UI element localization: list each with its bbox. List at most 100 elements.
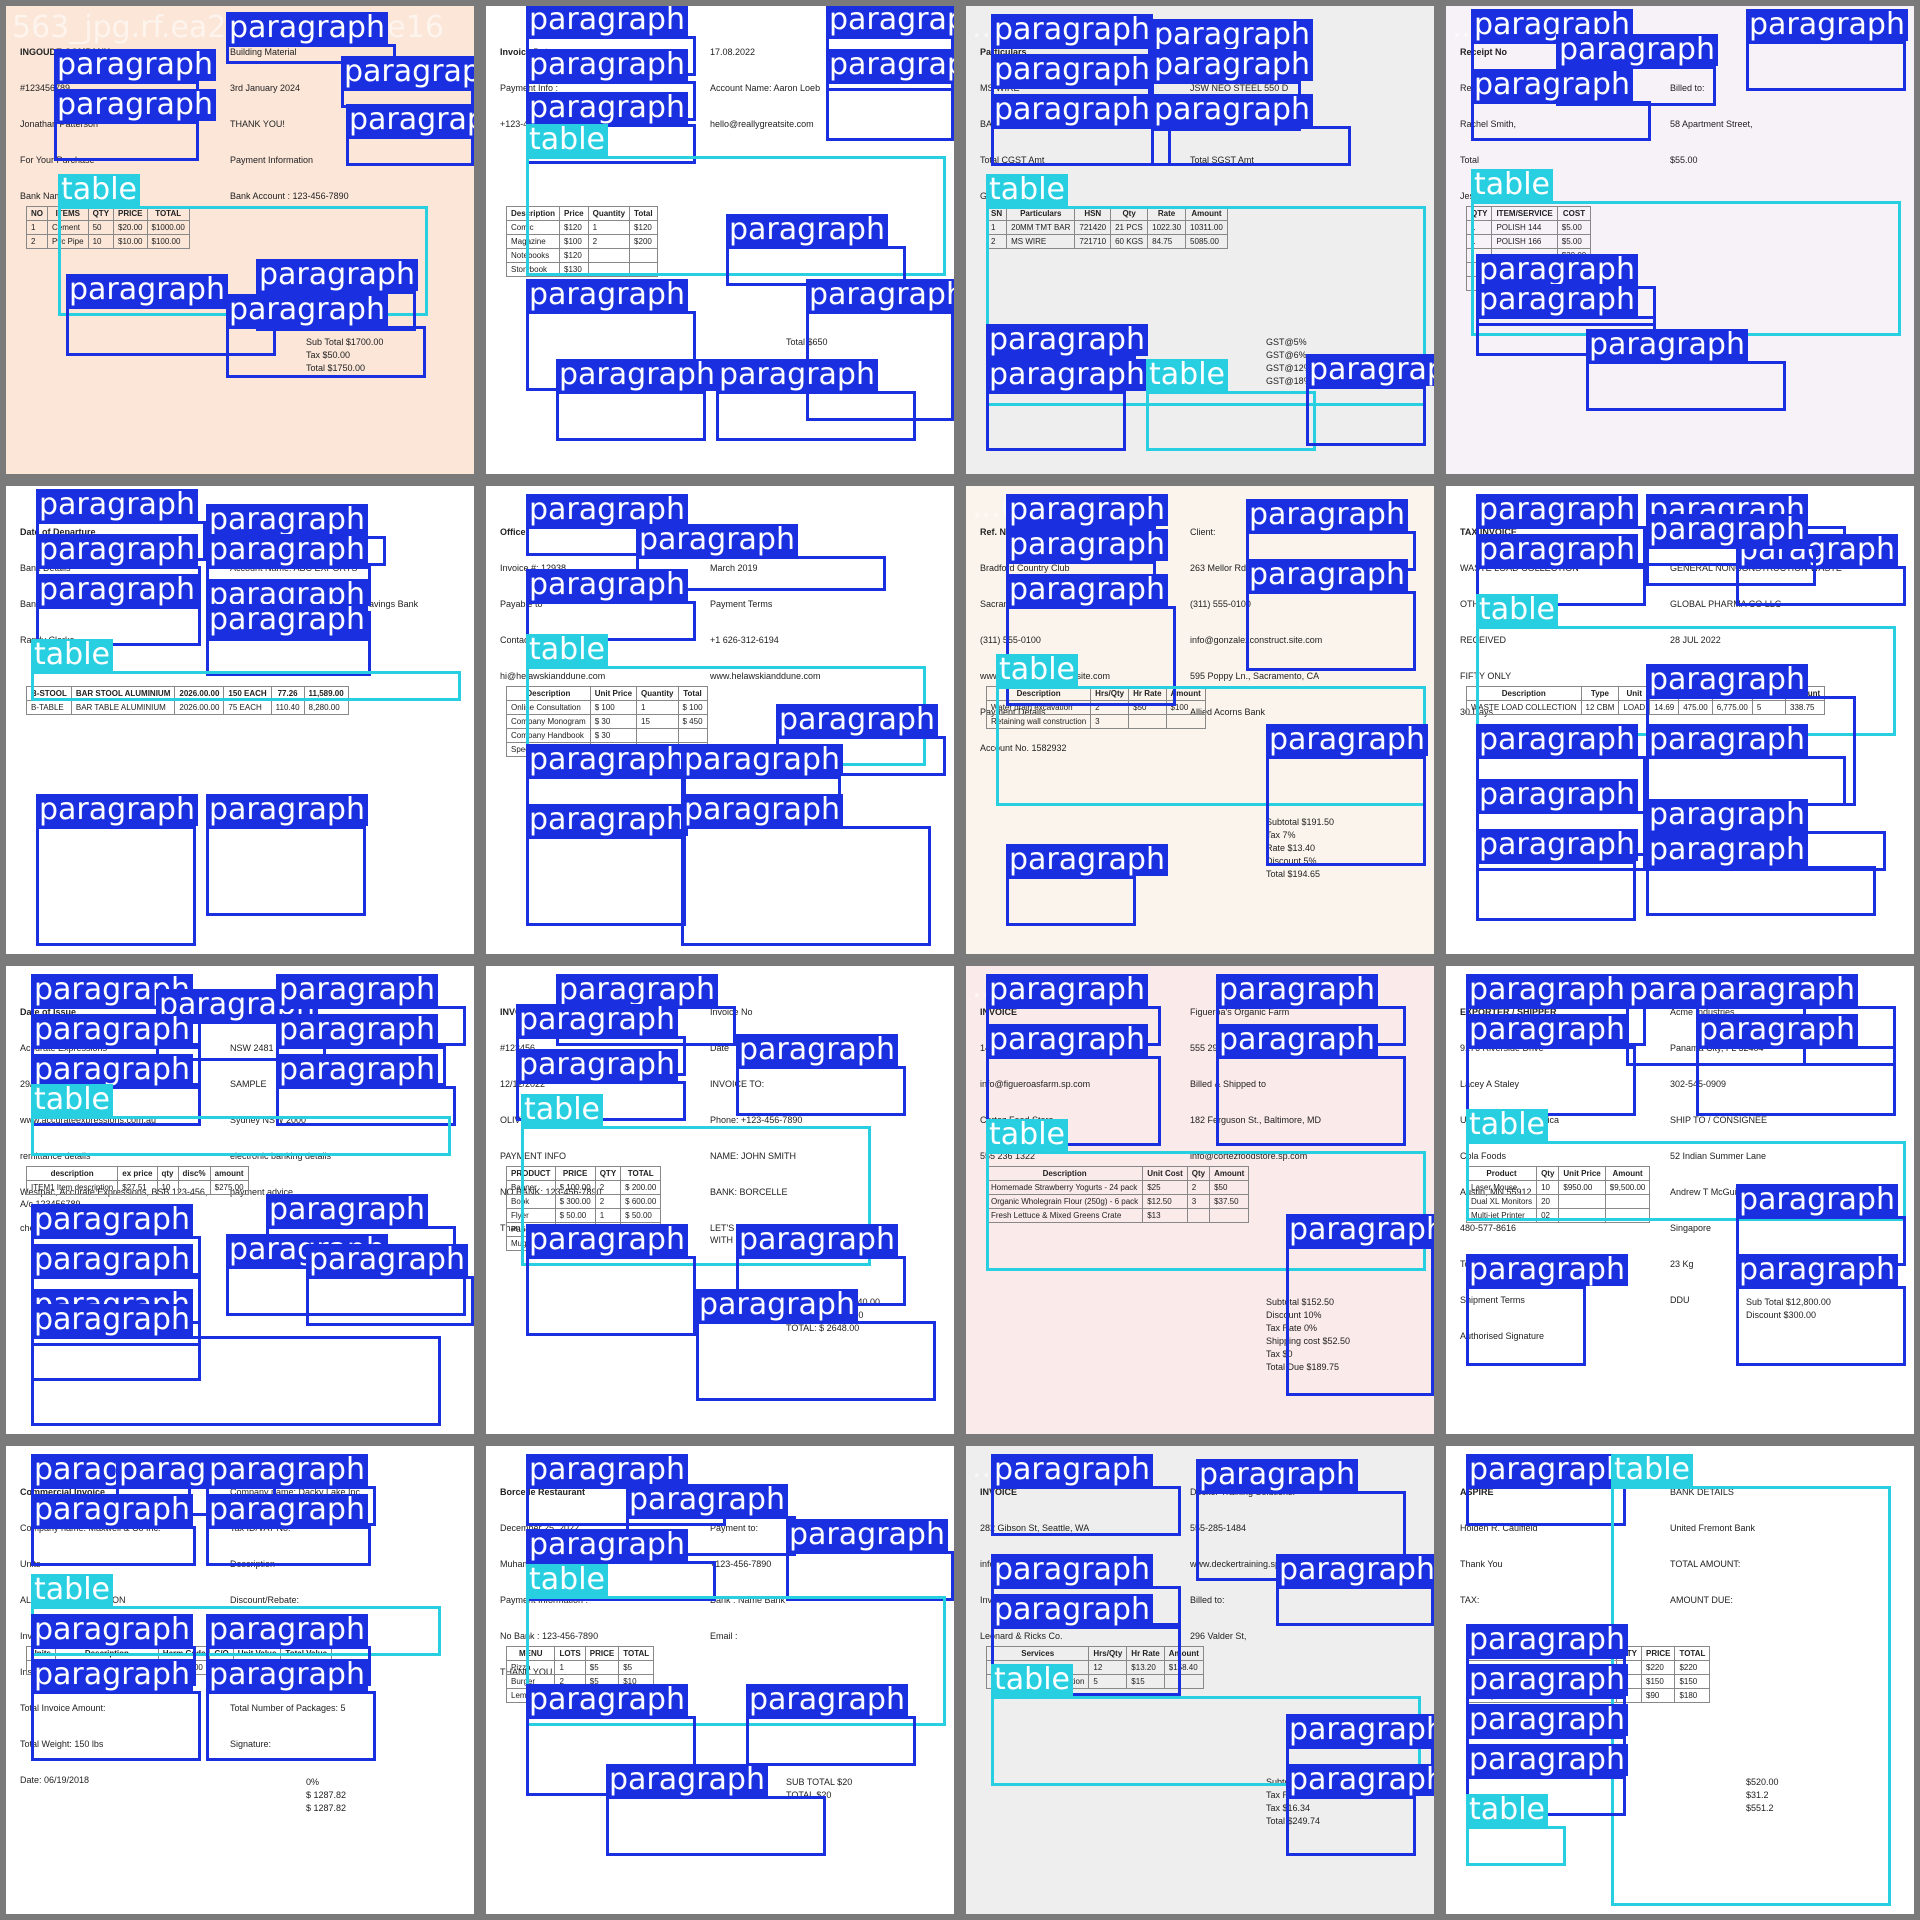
paragraph-label: paragraph xyxy=(266,1194,428,1226)
paragraph-label: paragraph xyxy=(1736,1184,1898,1216)
document-text: AMOUNT DUE: xyxy=(1670,1595,1733,1605)
paragraph-annotation-box: paragraph xyxy=(986,1024,1161,1146)
paragraph-label: paragraph xyxy=(276,1014,438,1046)
document-tile: ...2abd0INVOICEFigueroa's Organic Farm14… xyxy=(960,960,1440,1440)
paragraph-label: paragraph xyxy=(1746,9,1908,41)
document-tile: ...6e82Ref. Number: 10022906Client:Bradf… xyxy=(960,480,1440,960)
document-text: 23 Kg xyxy=(1670,1259,1694,1269)
paragraph-label: paragraph xyxy=(36,534,198,566)
document-text: Account Name: Aaron Loeb xyxy=(710,83,821,93)
totals-line: TOTAL: $ 2648.00 xyxy=(786,1323,860,1333)
table-cell: Fresh Lettuce & Mixed Greens Crate xyxy=(985,1208,1144,1223)
totals-line: Shipping cost $52.50 xyxy=(1266,1336,1351,1346)
table-label: table xyxy=(1466,1109,1548,1141)
table-cell: BAR TABLE ALUMINIUM xyxy=(70,700,176,715)
totals-line: $ 1287.82 xyxy=(306,1790,347,1800)
paragraph-label: paragraph xyxy=(346,104,474,136)
paragraph-annotation-box: paragraph xyxy=(556,359,718,441)
document-tile: ...36TAX INVOICEDUBAI INVESTMENT PARKWAS… xyxy=(1440,480,1920,960)
paragraph-annotation-box: paragraph xyxy=(526,494,696,556)
paragraph-label: paragraph xyxy=(1476,254,1638,286)
document-text: Andrew T McGuire xyxy=(1670,1187,1745,1197)
paragraph-label: paragraph xyxy=(1476,494,1638,526)
paragraph-annotation-box: paragraph xyxy=(1246,559,1416,671)
table-header-cell: amount xyxy=(209,1166,249,1181)
document-text: SHIP TO / CONSIGNEE xyxy=(1670,1115,1768,1125)
table-cell: 75 EACH xyxy=(223,700,272,715)
document-text: Bradford Country Club xyxy=(980,563,1070,573)
table-label: table xyxy=(31,1084,113,1116)
document-text: Shipment Terms xyxy=(1460,1295,1525,1305)
paragraph-annotation-box: paragraph xyxy=(1276,1554,1434,1626)
document-text: Lacey A Staley xyxy=(1460,1079,1520,1089)
table-cell: 2 xyxy=(26,234,48,249)
document-text: 296 Valder St, xyxy=(1190,1631,1247,1641)
paragraph-annotation-box: paragraph xyxy=(716,359,916,441)
document-text: DDU xyxy=(1670,1295,1690,1305)
document-text: Billed & Shipped to xyxy=(1190,1079,1267,1089)
paragraph-label: paragraph xyxy=(991,54,1153,86)
document-text: Invoice #: 12938 xyxy=(500,563,567,573)
paragraph-label: paragraph xyxy=(66,274,228,306)
document-text: Payable to xyxy=(500,599,543,609)
paragraph-annotation-box: paragraph xyxy=(1556,34,1718,106)
document-text: 12/12/2022 xyxy=(500,1079,546,1089)
paragraph-annotation-box: paragraph xyxy=(256,259,418,331)
paragraph-label: paragraph xyxy=(36,574,198,606)
paragraph-label: paragraph xyxy=(1471,69,1633,101)
table-cell xyxy=(1128,714,1167,729)
table-cell: 8,280.00 xyxy=(303,700,349,715)
table-header-cell: disc% xyxy=(177,1166,211,1181)
paragraph-label: paragraph xyxy=(526,494,688,526)
paragraph-annotation-box: paragraph xyxy=(1466,1454,1628,1526)
paragraph-label: paragraph xyxy=(31,1304,193,1336)
paragraph-label: paragraph xyxy=(606,1764,768,1796)
paragraph-annotation-box: paragraph xyxy=(226,294,426,378)
table-row: Notebooks$120 xyxy=(505,248,658,263)
totals-line: TOTAL $20 xyxy=(786,1790,832,1800)
document-text: Date of Departure xyxy=(20,527,96,537)
paragraph-annotation-box: paragraph xyxy=(776,704,946,776)
paragraph-label: paragraph xyxy=(556,974,718,1006)
paragraph-annotation-box: paragraph xyxy=(606,1764,826,1856)
document-text: Payment Info : xyxy=(500,83,559,93)
document-text: www.helawskianddune.com xyxy=(710,671,821,681)
totals-line: 0% xyxy=(306,1777,320,1787)
paragraph-label: paragraph xyxy=(341,56,474,88)
paragraph-label: paragraph xyxy=(526,1529,688,1561)
document-text: (311) 555-0100 xyxy=(1190,599,1251,609)
table-cell: 2026.00.00 xyxy=(174,700,225,715)
table-cell: $100.00 xyxy=(146,234,190,249)
paragraph-label: paragraph xyxy=(736,1224,898,1256)
paragraph-label: paragraph xyxy=(1466,1014,1628,1046)
paragraph-label: paragraph xyxy=(1476,779,1638,811)
paragraph-label: paragraph xyxy=(681,744,843,776)
table-cell: $200 xyxy=(629,234,658,249)
paragraph-annotation-box: paragraph xyxy=(991,54,1153,126)
paragraph-label: paragraph xyxy=(526,1454,688,1486)
paragraph-annotation-box: paragraph xyxy=(1196,1459,1406,1581)
totals-line: Subtotal $152.50 xyxy=(1266,1297,1335,1307)
paragraph-annotation-box: paragraph xyxy=(66,274,276,356)
paragraph-annotation-box: paragraph xyxy=(1696,974,1896,1066)
document-text: 3rd January 2024 xyxy=(230,83,301,93)
document-text: 282 Gibson St, Seattle, WA xyxy=(980,1523,1090,1533)
paragraph-annotation-box: paragraph xyxy=(1151,94,1351,166)
table-annotation-box: table xyxy=(991,1664,1421,1786)
table-label: table xyxy=(526,1564,608,1596)
paragraph-label: paragraph xyxy=(1466,1454,1628,1486)
table-annotation-box: table xyxy=(986,174,1426,406)
paragraph-annotation-box: paragraph xyxy=(1266,724,1428,866)
table-cell: 10 xyxy=(156,1180,179,1195)
paragraph-label: paragraph xyxy=(776,704,938,736)
paragraph-annotation-box: paragraph xyxy=(1006,844,1168,926)
table-label: table xyxy=(58,174,140,206)
table-cell: 110.40 xyxy=(270,700,305,715)
paragraph-label: paragraph xyxy=(991,1554,1153,1586)
